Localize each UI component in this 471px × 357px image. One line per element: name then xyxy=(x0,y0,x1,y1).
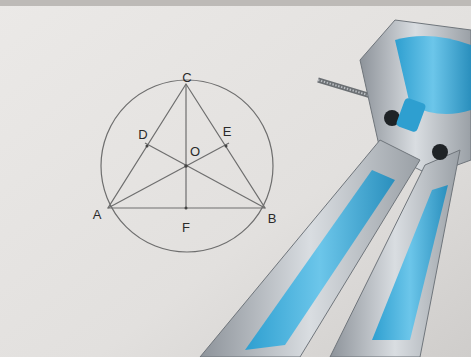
point-dots xyxy=(146,145,228,210)
point-label: E xyxy=(223,125,232,138)
compass xyxy=(200,20,471,357)
point-label: B xyxy=(268,212,277,225)
median-cf xyxy=(185,84,186,208)
point-label: O xyxy=(190,145,200,158)
circumcircle xyxy=(101,80,273,252)
point-label: A xyxy=(93,208,102,221)
point-label: F xyxy=(182,221,190,234)
construction xyxy=(101,80,273,252)
median-bd xyxy=(145,143,265,208)
paper-edge xyxy=(0,0,471,6)
point-label: D xyxy=(138,128,147,141)
median-ae xyxy=(108,143,229,208)
point-label: C xyxy=(182,71,191,84)
triangle xyxy=(108,84,265,208)
